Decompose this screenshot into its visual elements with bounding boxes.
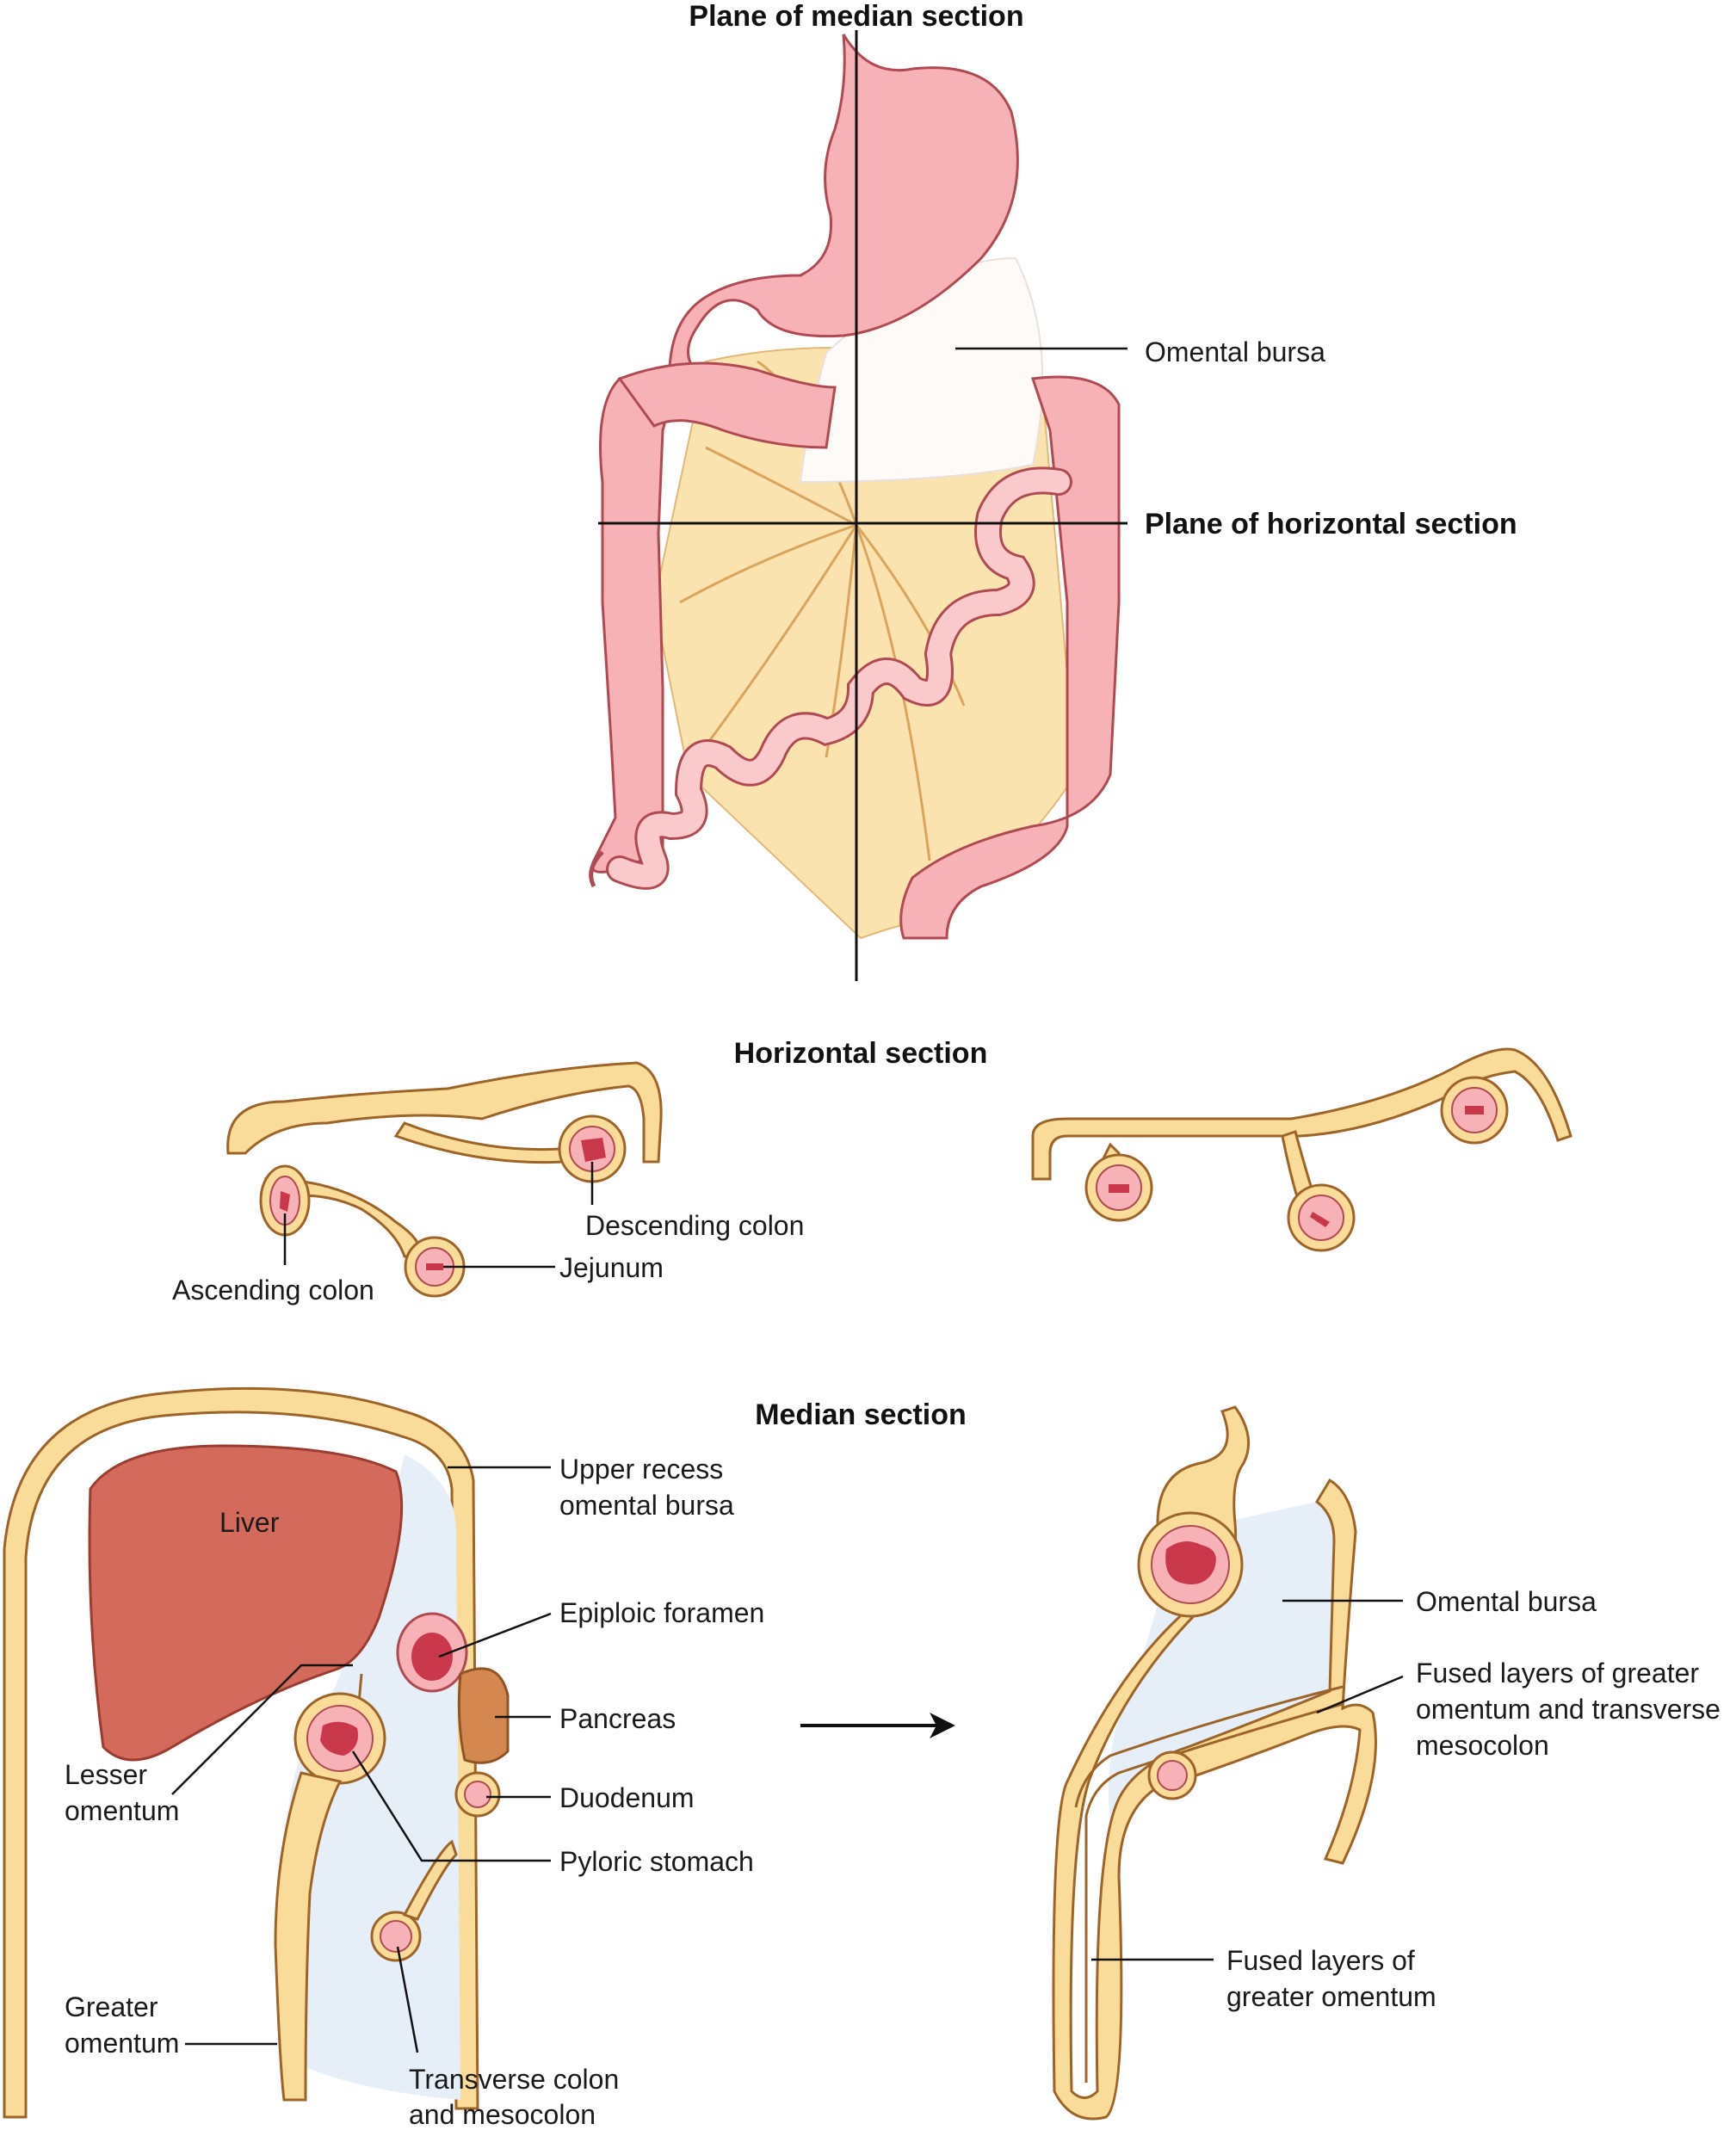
lesser-omentum-label-2: omentum: [65, 1795, 179, 1826]
horizontal-section-right: [1031, 1047, 1572, 1252]
transition-arrow: [800, 1713, 955, 1738]
duodenum-label: Duodenum: [559, 1782, 695, 1813]
median-section-heading: Median section: [755, 1398, 967, 1431]
fused-gm-label-1: Fused layers of: [1226, 1945, 1415, 1976]
descending-colon: [899, 375, 1121, 940]
plane-horizontal-label: Plane of horizontal section: [1145, 508, 1517, 540]
ascending-colon: [590, 377, 667, 874]
liver: [88, 1444, 404, 1762]
fused-gm-tm-label-1: Fused layers of greater: [1416, 1658, 1699, 1689]
greater-omentum-label-1: Greater: [65, 1991, 158, 2022]
transverse-colon-leader: [396, 1946, 419, 2053]
pancreas: [457, 1667, 510, 1764]
upper-recess-label-1: Upper recess: [559, 1454, 723, 1485]
pyloric-stomach-leader: [351, 1750, 551, 1862]
liver-label: Liver: [219, 1507, 280, 1538]
median-section-right: [1052, 1405, 1377, 2121]
omental-bursa-label: Omental bursa: [1145, 336, 1325, 367]
small-intestine-fill: [609, 469, 1070, 887]
horizontal-section-heading: Horizontal section: [734, 1037, 988, 1070]
fused-gm-tm-leader: [1316, 1675, 1404, 1714]
jejunum-label: Jejunum: [559, 1252, 664, 1283]
ascending-colon-label: Ascending colon: [172, 1275, 374, 1306]
gut-illustration: [589, 34, 1121, 940]
greater-omentum-label-2: omentum: [65, 2028, 179, 2059]
appendix: [589, 850, 604, 888]
median-section-left: [3, 1386, 510, 2119]
lesser-omentum-label-1: Lesser: [65, 1759, 147, 1790]
epiploic-foramen-label: Epiploic foramen: [559, 1597, 764, 1628]
pancreas-label: Pancreas: [559, 1703, 676, 1734]
horizontal-section-left: [226, 1061, 663, 1298]
epiploic-foramen-leader: [438, 1612, 552, 1658]
upper-recess-label-2: omental bursa: [559, 1490, 734, 1521]
transverse-colon-label-2: and mesocolon: [409, 2099, 596, 2130]
fused-gm-label-2: greater omentum: [1226, 1981, 1436, 2012]
omental-bursa-right-label: Omental bursa: [1416, 1586, 1597, 1617]
descending-colon-label: Descending colon: [585, 1210, 804, 1241]
fused-gm-tm-label-3: mesocolon: [1416, 1730, 1549, 1761]
fused-gm-tm-label-2: omentum and transverse: [1416, 1694, 1721, 1725]
transverse-colon: [617, 361, 837, 449]
transverse-colon-label-1: Transverse colon: [409, 2064, 619, 2095]
lesser-omentum-leader: [171, 1664, 353, 1795]
stomach: [668, 34, 1019, 372]
plane-median-label: Plane of median section: [689, 0, 1023, 33]
pyloric-stomach-label: Pyloric stomach: [559, 1846, 754, 1877]
